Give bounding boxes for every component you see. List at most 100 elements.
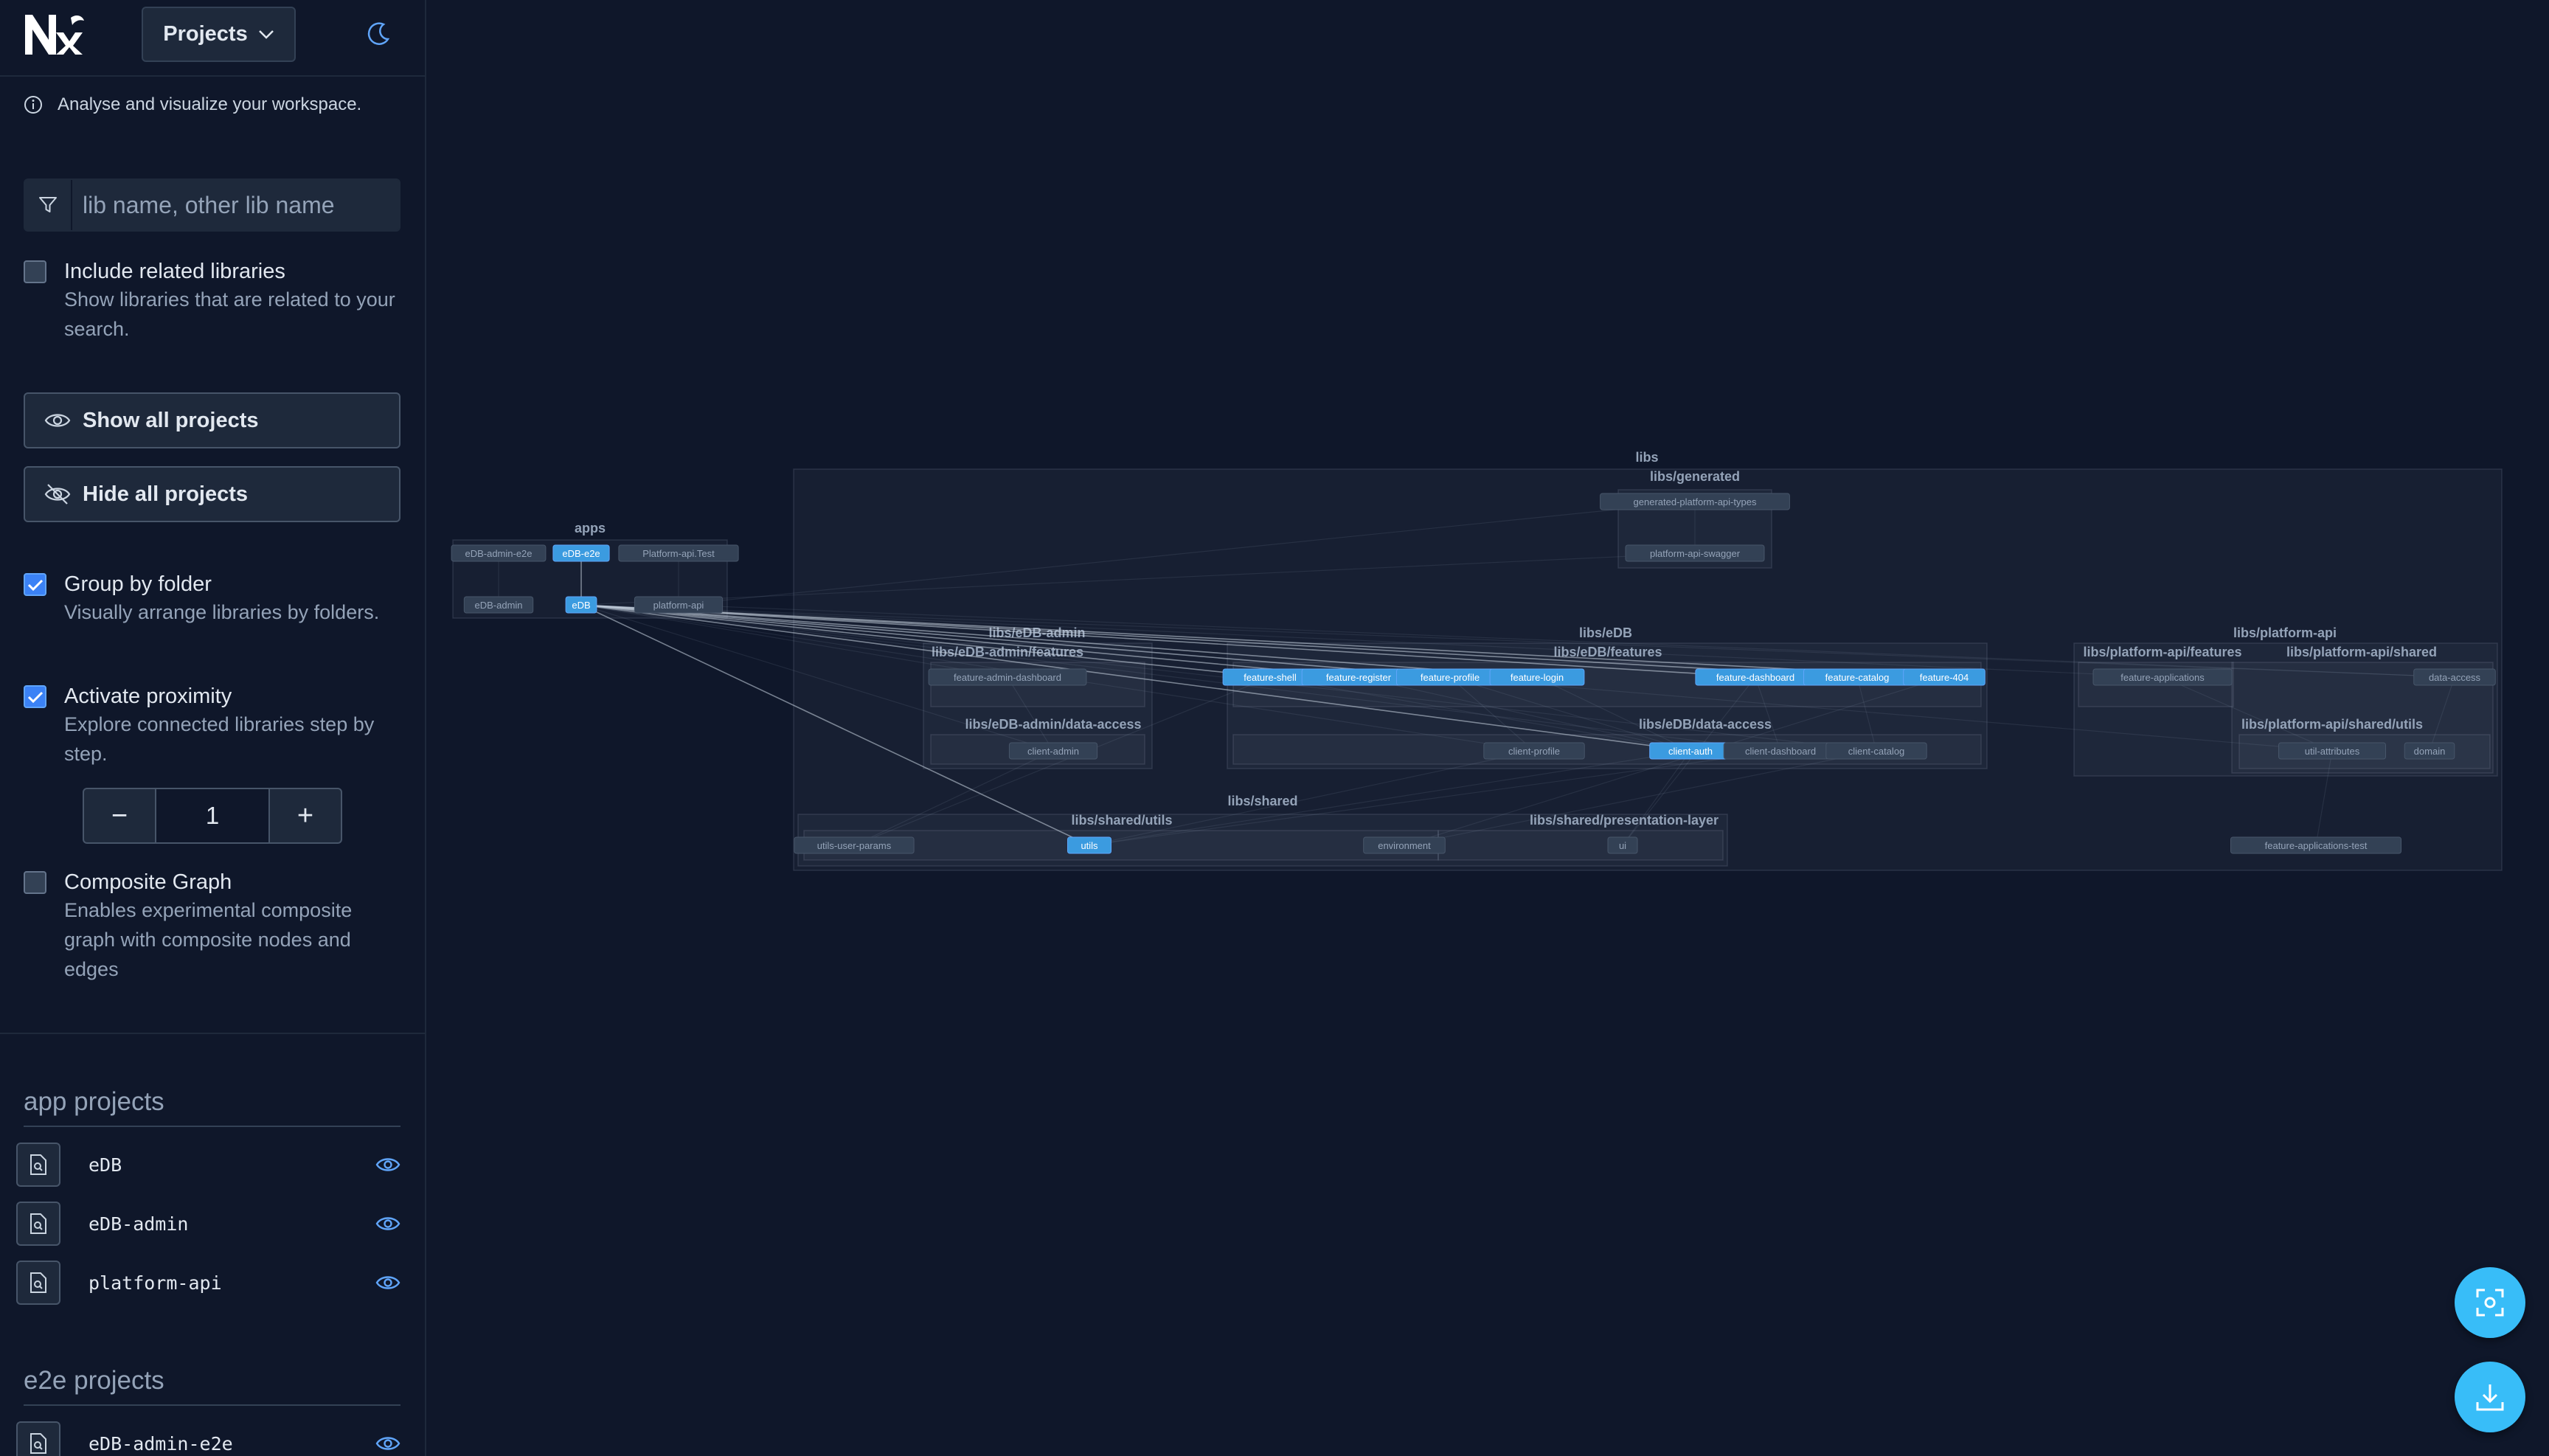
graph-edge [853,676,1271,846]
top-bar: Projects [0,0,425,77]
composite-graph-checkbox[interactable] [24,871,46,894]
eye-icon [375,1158,400,1171]
composite-graph-desc: Enables experimental composite graph wit… [64,899,353,980]
graph-edge [1536,676,1691,752]
graph-node-label: eDB-admin-e2e [465,548,532,559]
graph-node-pill [2092,668,2233,686]
graph-node-label: feature-login [1511,672,1564,683]
graph-node-eDB[interactable]: eDB [565,596,597,614]
proximity-value[interactable]: 1 [155,789,270,842]
graph-node-client-profile[interactable]: client-profile [1483,742,1585,760]
graph-edge [1404,750,1877,846]
graph-node-generated-platform-api-types[interactable]: generated-platform-api-types [1600,493,1790,510]
eye-icon [375,1437,400,1450]
project-file-icon-wrap [16,1143,60,1187]
graph-node-client-catalog[interactable]: client-catalog [1825,742,1927,760]
graph-node-label: client-catalog [1848,746,1905,757]
graph-edge [678,501,1696,606]
project-name: eDB [89,1154,122,1176]
graph-node-client-dashboard[interactable]: client-dashboard [1723,742,1838,760]
graph-edge [580,604,1691,752]
increment-button[interactable]: + [296,800,314,831]
graph-group-label: libs/platform-api/shared/utils [2241,717,2423,732]
graph-node-label: generated-platform-api-types [1634,496,1757,507]
graph-node-utils[interactable]: utils [1067,836,1111,854]
include-related-checkbox[interactable] [24,260,46,283]
graph-node-eDB-e2e[interactable]: eDB-e2e [552,544,610,562]
moon-icon[interactable] [366,21,391,46]
nx-logo-icon[interactable] [22,10,84,58]
graph-node-feature-shell[interactable]: feature-shell [1222,668,1318,686]
info-icon [24,96,42,114]
focus-button[interactable] [2455,1267,2525,1338]
include-related-option: Include related libraries Show libraries… [24,258,403,344]
group-by-folder-desc: Visually arrange libraries by folders. [64,601,380,623]
graph-node-data-access[interactable]: data-access [2413,668,2496,686]
search-input[interactable] [72,180,399,230]
project-item-platform-api[interactable]: platform-api [16,1260,403,1306]
graph-node-Platform-api.Test[interactable]: Platform-api.Test [618,544,739,562]
focus-icon [2476,1289,2504,1317]
graph-node-platform-api-swagger[interactable]: platform-api-swagger [1625,544,1765,562]
sidebar-divider [0,1033,425,1034]
graph-node-label: environment [1378,840,1431,851]
graph-node-label: platform-api [653,600,704,611]
project-item-eDB-admin-e2e[interactable]: eDB-admin-e2e [16,1421,403,1456]
graph-node-domain[interactable]: domain [2404,742,2455,760]
download-button[interactable] [2455,1362,2525,1432]
graph-node-pill [1067,836,1111,854]
toggle-visibility-button[interactable] [373,1209,403,1238]
graph-node-platform-api[interactable]: platform-api [634,596,724,614]
graph-node-feature-admin-dashboard[interactable]: feature-admin-dashboard [928,668,1087,686]
project-file-icon-wrap [16,1261,60,1305]
graph-node-label: client-dashboard [1745,746,1816,757]
project-item-eDB-admin[interactable]: eDB-admin [16,1201,403,1247]
graph-node-label: util-attributes [2305,746,2360,757]
graph-node-pill [1600,493,1790,510]
graph-node-label: feature-admin-dashboard [954,672,1061,683]
graph-node-utils-user-params[interactable]: utils-user-params [794,836,915,854]
graph-group-label: libs/platform-api [2233,625,2337,640]
graph-edge [580,604,1781,752]
graph-node-feature-dashboard[interactable]: feature-dashboard [1695,668,1816,686]
graph-edge [580,604,1359,678]
graph-node-environment[interactable]: environment [1363,836,1446,854]
graph-group-label: apps [575,521,606,535]
graph-edge [1622,676,1756,846]
toggle-visibility-button[interactable] [373,1268,403,1297]
graph-node-ui[interactable]: ui [1607,836,1638,854]
graph-node-client-auth[interactable]: client-auth [1649,742,1732,760]
graph-node-eDB-admin[interactable]: eDB-admin [463,596,534,614]
toggle-visibility-button[interactable] [373,1429,403,1456]
toggle-visibility-button[interactable] [373,1150,403,1179]
activate-proximity-checkbox[interactable] [24,685,46,708]
decrement-button[interactable]: − [111,800,128,831]
graph-node-pill [2230,836,2401,854]
graph-node-eDB-admin-e2e[interactable]: eDB-admin-e2e [451,544,547,562]
graph-node-feature-applications-test[interactable]: feature-applications-test [2230,836,2401,854]
project-graph-canvas[interactable]: appslibslibs/generatedlibs/eDB-adminlibs… [428,0,2549,1456]
graph-node-feature-404[interactable]: feature-404 [1903,668,1986,686]
project-item-eDB[interactable]: eDB [16,1142,403,1188]
graph-edge [580,604,1756,678]
graph-node-feature-applications[interactable]: feature-applications [2092,668,2233,686]
graph-node-util-attributes[interactable]: util-attributes [2278,742,2386,760]
info-row: Analyse and visualize your workspace. [24,94,361,115]
eye-slash-icon [44,484,71,505]
show-all-projects-button[interactable]: Show all projects [24,392,400,448]
graph-node-pill [1825,742,1927,760]
graph-node-feature-profile[interactable]: feature-profile [1396,668,1504,686]
graph-group-label: libs/shared [1227,794,1297,808]
graph-group-box [1438,830,1724,861]
info-text: Analyse and visualize your workspace. [58,94,362,114]
project-name: eDB-admin-e2e [89,1432,233,1455]
graph-node-feature-login[interactable]: feature-login [1489,668,1585,686]
e2e-projects-title: e2e projects [24,1366,400,1406]
projects-dropdown-button[interactable]: Projects [142,7,296,62]
hide-all-projects-button[interactable]: Hide all projects [24,466,400,522]
group-by-folder-checkbox[interactable] [24,573,46,596]
graph-node-client-admin[interactable]: client-admin [1008,742,1098,760]
graph-node-feature-catalog[interactable]: feature-catalog [1803,668,1911,686]
graph-edge [1449,676,1691,752]
file-search-icon [30,1272,46,1293]
